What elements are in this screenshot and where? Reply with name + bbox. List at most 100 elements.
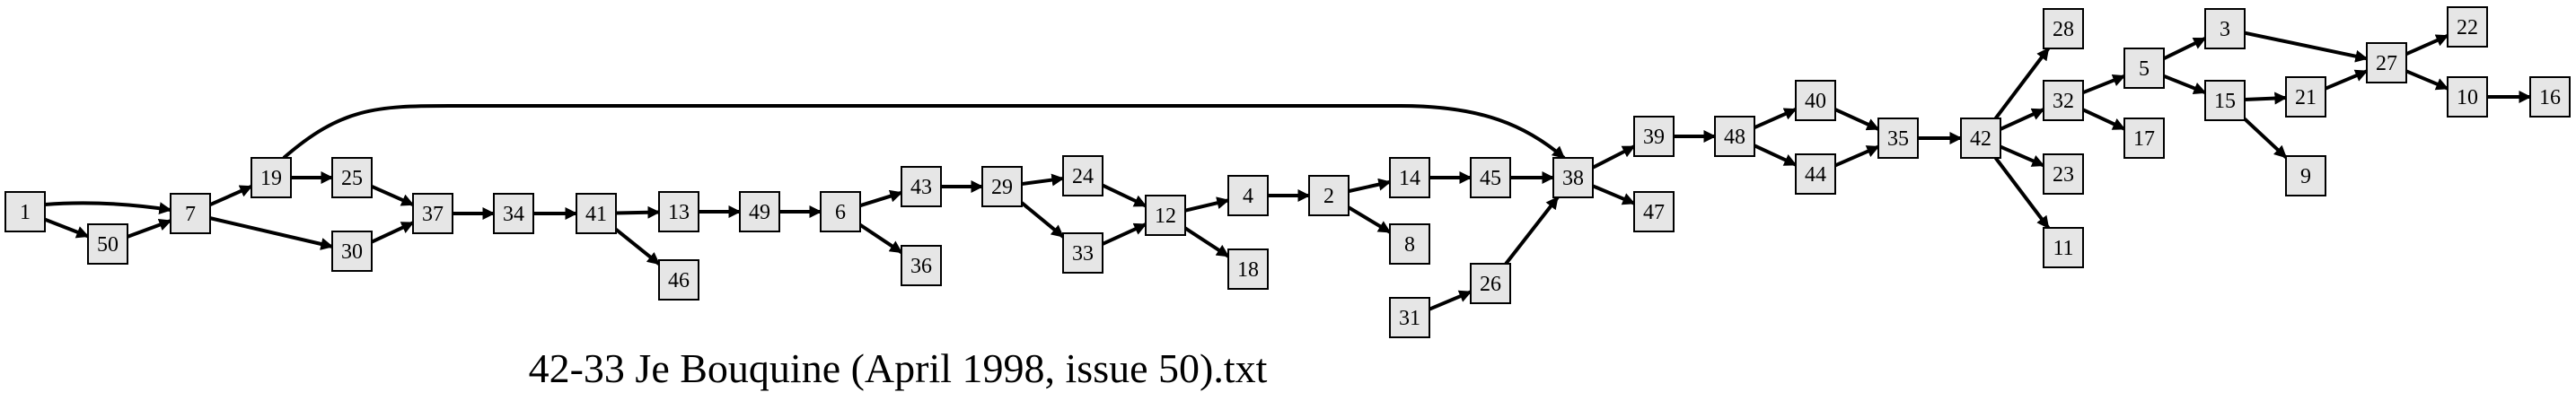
edge-48-44 (1754, 144, 1798, 167)
node-box-49 (739, 191, 780, 232)
node-label-46: 46 (668, 269, 690, 292)
edge-33-12 (1102, 222, 1147, 246)
edge-1-7 (44, 201, 172, 215)
edge-5-15 (2163, 74, 2207, 95)
edge-line-19-38 (282, 104, 1566, 160)
node-label-8: 8 (1404, 233, 1415, 257)
node-box-18 (1227, 248, 1269, 290)
node-label-44: 44 (1805, 163, 1826, 187)
edge-27-22 (2405, 33, 2449, 57)
edge-line-2-8 (1347, 205, 1392, 234)
edge-line-41-13 (615, 205, 661, 219)
node-label-10: 10 (2457, 86, 2478, 109)
node-38: 38 (1552, 157, 1594, 198)
node-box-19 (251, 157, 292, 198)
edge-line-6-43 (859, 189, 903, 208)
node-label-12: 12 (1155, 205, 1176, 228)
node-label-40: 40 (1805, 90, 1826, 113)
node-box-34 (493, 193, 534, 234)
node-box-5 (2123, 48, 2165, 89)
edge-12-4 (1184, 196, 1230, 213)
node-box-16 (2529, 76, 2571, 118)
edge-41-13 (615, 205, 661, 219)
edge-line-7-19 (209, 184, 253, 207)
node-12: 12 (1145, 195, 1186, 236)
node-label-4: 4 (1243, 185, 1253, 208)
node-39: 39 (1633, 116, 1675, 157)
node-45: 45 (1470, 157, 1511, 198)
node-box-25 (331, 157, 373, 198)
node-41: 41 (576, 193, 617, 234)
edge-line-44-35 (1834, 144, 1880, 168)
node-box-1 (4, 191, 46, 232)
edge-44-35 (1834, 144, 1880, 168)
edge-line-33-12 (1102, 222, 1147, 246)
edge-42-11 (1993, 156, 2051, 230)
node-label-38: 38 (1562, 167, 1584, 190)
edge-line-6-36 (858, 223, 903, 254)
edge-5-3 (2163, 36, 2207, 61)
edge-line-50-7 (127, 218, 172, 239)
edge-15-21 (2244, 92, 2288, 105)
node-label-47: 47 (1643, 201, 1665, 224)
edge-21-27 (2325, 69, 2369, 91)
edge-6-43 (859, 189, 903, 208)
edge-line-15-21 (2244, 92, 2288, 105)
node-box-43 (901, 166, 942, 207)
node-18: 18 (1227, 248, 1269, 290)
node-label-35: 35 (1887, 127, 1909, 151)
node-label-3: 3 (2220, 18, 2230, 41)
node-label-42: 42 (1970, 127, 1991, 151)
node-label-36: 36 (910, 255, 932, 278)
node-48: 48 (1714, 116, 1755, 157)
node-label-27: 27 (2376, 52, 2397, 75)
edge-line-26-38 (1504, 196, 1560, 266)
node-box-32 (2043, 80, 2084, 121)
node-box-42 (1960, 118, 2001, 159)
node-36: 36 (901, 245, 942, 286)
node-label-29: 29 (991, 176, 1013, 199)
node-8: 8 (1389, 223, 1430, 265)
node-47: 47 (1633, 191, 1675, 232)
node-2: 2 (1308, 175, 1350, 216)
edge-line-5-15 (2163, 74, 2207, 95)
edge-38-39 (1592, 144, 1636, 170)
graph-title: 42-33 Je Bouquine (April 1998, issue 50)… (529, 345, 1268, 391)
edge-32-17 (2082, 108, 2126, 131)
node-42: 42 (1960, 118, 2001, 159)
node-40: 40 (1795, 80, 1836, 121)
node-27: 27 (2366, 42, 2407, 83)
node-31: 31 (1389, 297, 1430, 338)
node-label-30: 30 (341, 240, 363, 264)
node-box-27 (2366, 42, 2407, 83)
node-13: 13 (658, 191, 699, 232)
edge-50-7 (127, 218, 172, 239)
edge-line-25-37 (371, 184, 415, 207)
node-49: 49 (739, 191, 780, 232)
node-label-21: 21 (2295, 86, 2317, 109)
node-label-39: 39 (1643, 126, 1665, 149)
node-box-7 (170, 193, 211, 234)
edge-19-38 (282, 104, 1566, 160)
edge-line-48-40 (1754, 107, 1798, 130)
node-label-19: 19 (260, 167, 282, 190)
node-box-14 (1389, 157, 1430, 198)
edge-line-32-17 (2082, 108, 2126, 131)
node-box-45 (1470, 157, 1511, 198)
node-box-28 (2043, 8, 2084, 49)
node-19: 19 (251, 157, 292, 198)
node-box-22 (2447, 6, 2488, 48)
edge-24-12 (1102, 183, 1147, 208)
edge-line-30-37 (371, 221, 415, 244)
node-6: 6 (820, 191, 861, 232)
node-15: 15 (2204, 80, 2246, 121)
edges-layer (44, 31, 2532, 311)
edge-line-2-14 (1348, 178, 1392, 194)
edge-30-37 (371, 221, 415, 244)
edge-7-30 (209, 216, 334, 250)
edge-line-12-4 (1184, 196, 1230, 213)
node-box-26 (1470, 263, 1511, 304)
edge-42-32 (2000, 108, 2045, 131)
edge-line-21-27 (2325, 69, 2369, 91)
